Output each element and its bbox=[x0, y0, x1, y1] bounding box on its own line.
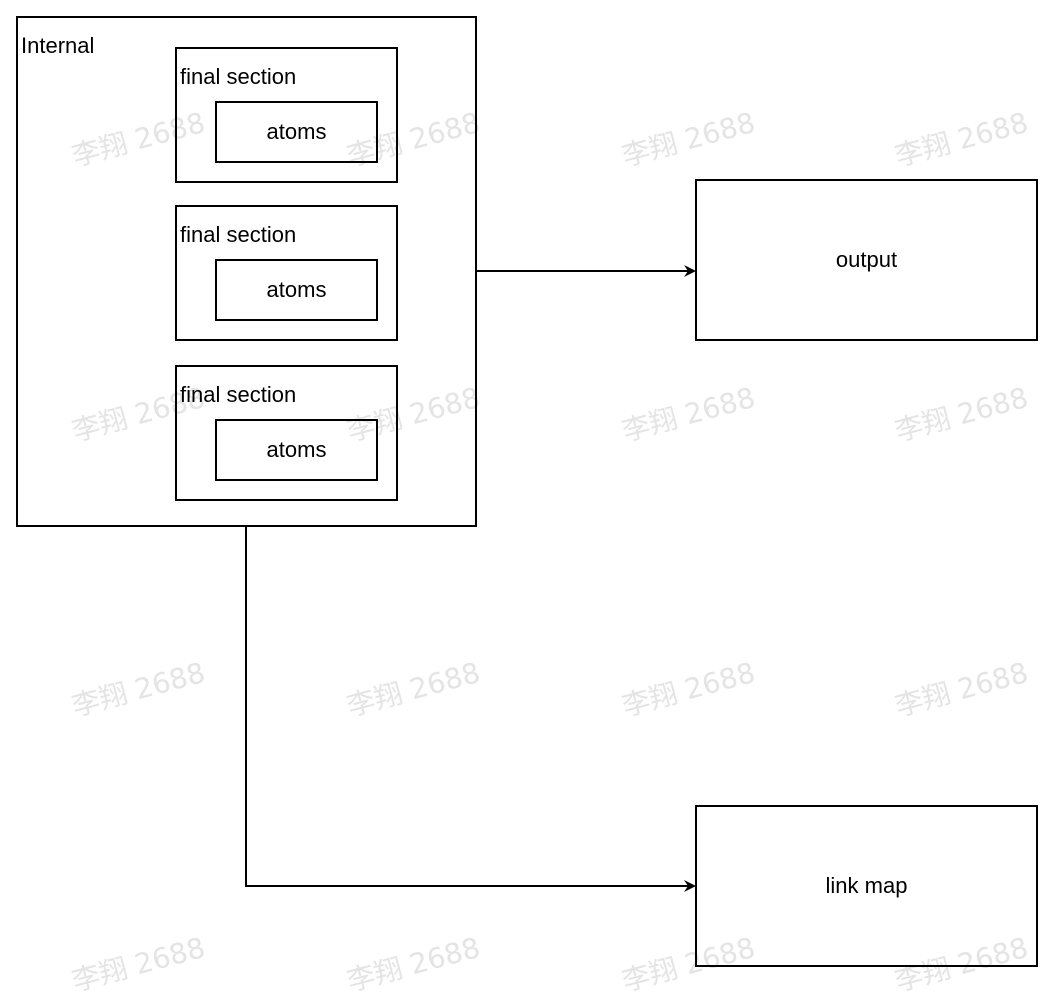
output-box: output bbox=[695, 179, 1038, 341]
link-map-box: link map bbox=[695, 805, 1038, 967]
internal-box: Internal bbox=[16, 16, 477, 527]
atoms-box: atoms bbox=[215, 101, 378, 163]
internal-title: Internal bbox=[21, 33, 95, 58]
atoms-box: atoms bbox=[215, 419, 378, 481]
final-section-box: final section bbox=[175, 205, 398, 341]
final-section-label: final section bbox=[180, 64, 297, 89]
atoms-box: atoms bbox=[215, 259, 378, 321]
final-section-label: final section bbox=[180, 382, 297, 407]
final-section-box: final section bbox=[175, 47, 398, 183]
internal-to-link-map-arrow bbox=[245, 526, 696, 892]
final-section-box: final section bbox=[175, 365, 398, 501]
final-section-label: final section bbox=[180, 222, 297, 247]
